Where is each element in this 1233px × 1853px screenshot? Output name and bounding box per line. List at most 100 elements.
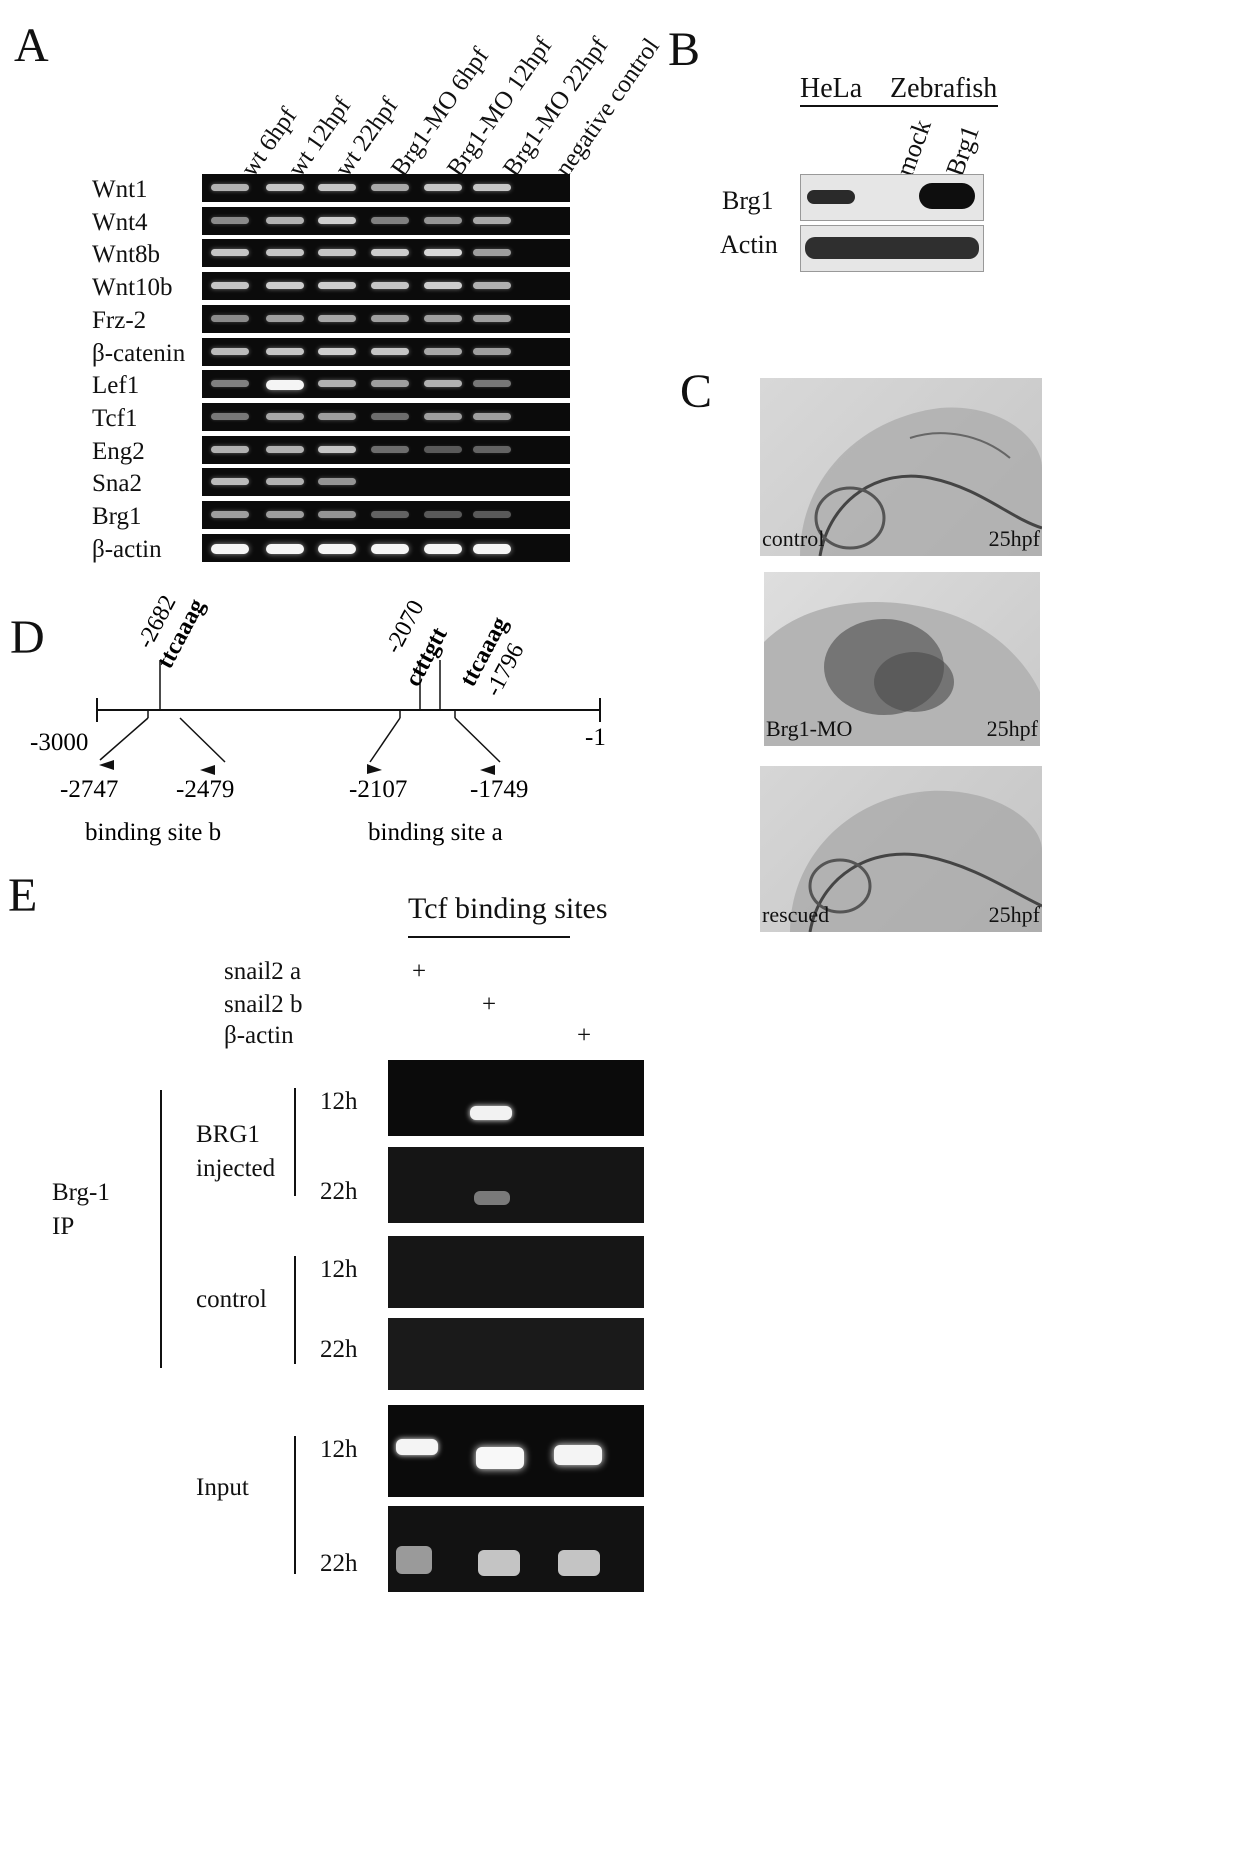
gel-strip (202, 501, 570, 529)
chip-gel-brg1-22h (388, 1147, 644, 1223)
gel-band (318, 544, 356, 554)
gel-band (371, 315, 409, 322)
gel-strip (202, 272, 570, 300)
panel-b-label: B (668, 23, 701, 76)
primer-position: -2107 (349, 776, 407, 803)
gel-band (371, 413, 409, 420)
gene-label: Wnt10b (92, 274, 173, 301)
gel-band (473, 282, 511, 289)
gene-label: β-catenin (92, 340, 186, 367)
gel-band (424, 413, 462, 420)
gene-label: Tcf1 (92, 405, 138, 432)
gel-band (211, 413, 249, 420)
primer-position: -2479 (176, 776, 234, 803)
gel-band (211, 348, 249, 355)
time-label: 12h (320, 1088, 358, 1115)
gene-label: Lef1 (92, 372, 140, 399)
gel-band (211, 249, 249, 256)
gel-band (476, 1447, 524, 1469)
gel-band (424, 446, 462, 453)
photo-caption: rescued (762, 902, 830, 927)
gel-band (371, 544, 409, 554)
panel-e-label: E (8, 869, 38, 922)
gel-band (473, 544, 511, 554)
gel-band (474, 1191, 510, 1205)
panel-b-blot-brg1 (800, 174, 984, 221)
gel-band (371, 184, 409, 191)
panel-e-header-line (408, 936, 570, 938)
gel-band (424, 217, 462, 224)
gel-band (424, 511, 462, 518)
panel-e-target-beta-actin: β-actin (224, 1022, 294, 1049)
panel-c-label: C (680, 365, 713, 418)
gel-band (424, 380, 462, 387)
gel-strip (202, 174, 570, 202)
time-label: 22h (320, 1178, 358, 1205)
chip-gel-brg1-12h (388, 1060, 644, 1136)
gel-band (396, 1439, 438, 1455)
group-bracket-line (294, 1256, 296, 1364)
gel-band (266, 380, 304, 390)
panel-a-label: A (14, 19, 49, 72)
gel-band (424, 184, 462, 191)
photo-stage: 25hpf (988, 526, 1040, 551)
gel-band (473, 249, 511, 256)
gel-band (470, 1106, 512, 1120)
plus-mark: + (577, 1022, 592, 1049)
gel-band (371, 282, 409, 289)
panel-c-photo-rescued: rescued 25hpf (760, 766, 1042, 932)
gel-band (266, 184, 304, 191)
gene-label: Brg1 (92, 503, 142, 530)
panel-d-promoter-diagram: -3000 -1 -2682 ttcaaag -2070 ctttgtt ttc… (30, 591, 606, 846)
panel-e-group-brg1-injected: BRG1 injected (196, 1121, 276, 1182)
gel-band (424, 544, 462, 554)
gel-band (266, 413, 304, 420)
gel-strip (202, 338, 570, 366)
gel-band (266, 511, 304, 518)
gel-band (318, 413, 356, 420)
plus-mark: + (482, 991, 497, 1018)
gel-band (554, 1445, 602, 1465)
gel-band (424, 315, 462, 322)
gel-band (211, 380, 249, 387)
gene-label: β-actin (92, 536, 162, 563)
gel-band (371, 380, 409, 387)
gel-band (318, 478, 356, 485)
gel-band (266, 478, 304, 485)
panel-e-group-control: control (196, 1286, 267, 1313)
panel-b-blot-actin (800, 225, 984, 272)
gel-band (473, 511, 511, 518)
gel-band (473, 446, 511, 453)
group-bracket-line (294, 1436, 296, 1574)
panel-e-target-snail2-b: snail2 b (224, 991, 303, 1018)
gel-band (424, 348, 462, 355)
primer-position: -2747 (60, 776, 118, 803)
gene-label: Wnt8b (92, 241, 161, 268)
gel-band (473, 217, 511, 224)
primer-position: -1749 (470, 776, 528, 803)
blot-band (805, 237, 979, 259)
panel-e-target-snail2-a: snail2 a (224, 958, 302, 985)
photo-caption: Brg1-MO (766, 716, 853, 741)
gel-band (318, 446, 356, 453)
photo-stage: 25hpf (988, 902, 1040, 927)
gene-label: Frz-2 (92, 307, 147, 334)
gel-band (318, 217, 356, 224)
gel-band (266, 217, 304, 224)
gel-band (266, 348, 304, 355)
gel-band (211, 282, 249, 289)
promoter-start-label: -3000 (30, 729, 88, 756)
chip-gel-control-22h (388, 1318, 644, 1390)
gel-band (266, 282, 304, 289)
gel-strip (202, 305, 570, 333)
gel-band (473, 315, 511, 322)
gel-band (318, 380, 356, 387)
time-label: 22h (320, 1550, 358, 1577)
panel-e-header: Tcf binding sites (408, 892, 608, 925)
gel-band (211, 315, 249, 322)
gel-band (473, 380, 511, 387)
panel-b-group-hela: HeLa (800, 73, 863, 104)
chip-gel-control-12h (388, 1236, 644, 1308)
blot-band (807, 190, 855, 204)
blot-band (919, 183, 975, 209)
